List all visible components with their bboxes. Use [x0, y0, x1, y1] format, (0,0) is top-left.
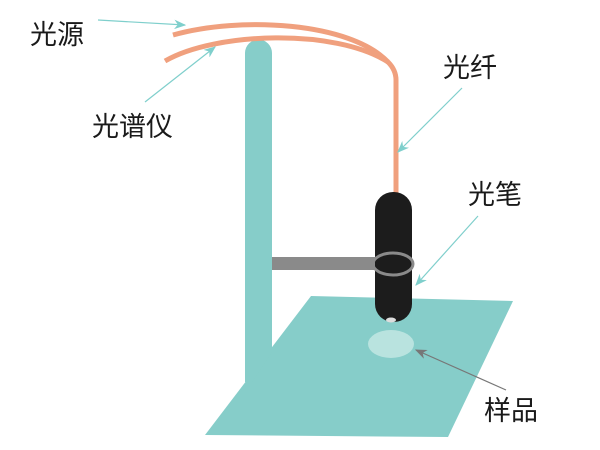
label-fiber: 光纤 — [443, 53, 497, 84]
label-light-pen: 光笔 — [468, 180, 522, 211]
pen-tip — [386, 317, 396, 323]
support-arm — [272, 257, 380, 270]
leader-spectrometer — [144, 46, 216, 103]
leader-light-pen — [415, 215, 479, 286]
label-spectrometer: 光谱仪 — [92, 112, 173, 143]
leader-light-source — [97, 19, 187, 30]
optical-fiber-inner — [163, 35, 390, 65]
stand-pole — [245, 39, 272, 382]
leader-sample — [414, 349, 507, 391]
sample-spot — [368, 330, 414, 358]
optical-fiber-outer — [172, 22, 399, 194]
pen-clamp-ring — [371, 251, 415, 277]
sample-stage-plate — [205, 296, 513, 437]
light-pen — [375, 192, 412, 322]
leader-fiber — [397, 87, 463, 153]
label-sample: 样品 — [484, 396, 538, 427]
label-light-source: 光源 — [30, 20, 84, 51]
